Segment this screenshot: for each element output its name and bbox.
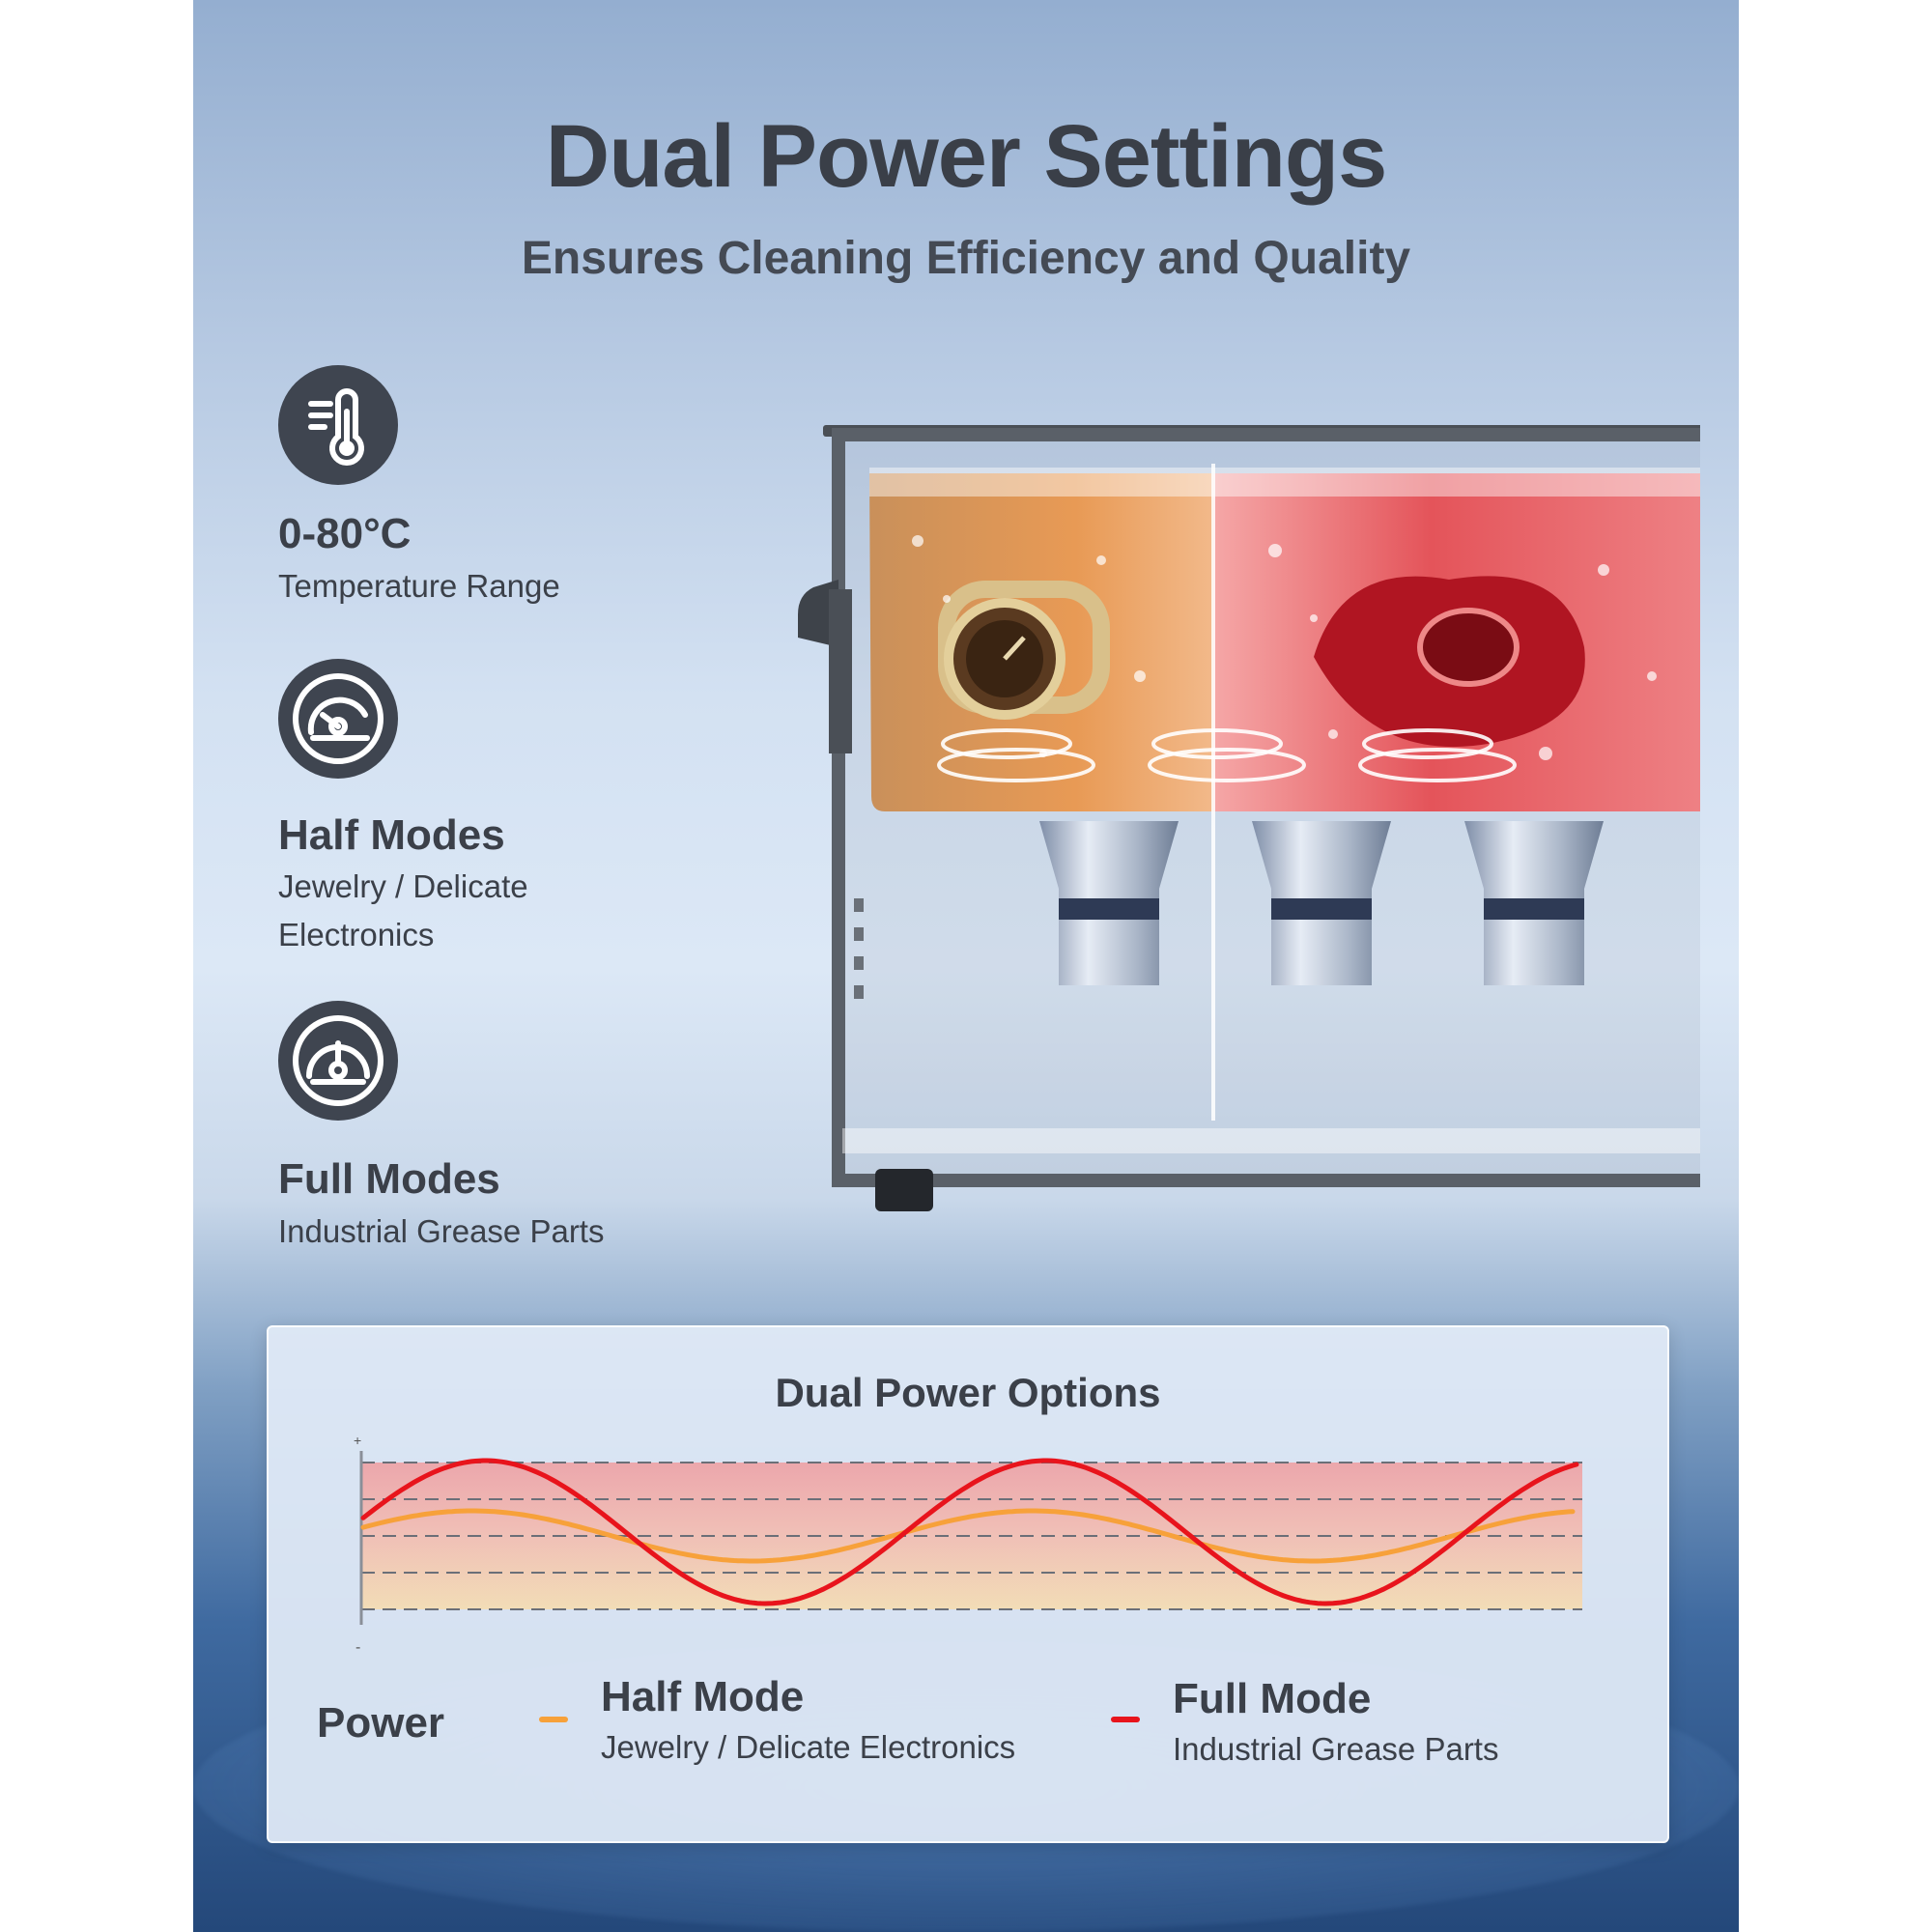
ultrasonic-cleaner-illustration (798, 425, 1700, 1211)
page-subtitle: Ensures Cleaning Efficiency and Quality (521, 233, 1411, 284)
full-mode-description: Industrial Grease Parts (1173, 1731, 1499, 1767)
power-options-panel: Dual Power Options + - (267, 1325, 1669, 1843)
temperature-heading: 0-80°C (278, 510, 412, 557)
poster: Dual Power Settings Ensures Cleaning Eff… (193, 0, 1739, 1932)
grid-lines (361, 1462, 1582, 1610)
half-mode-swatch (539, 1717, 568, 1722)
thermometer-icon (278, 365, 398, 485)
half-modes-line-1: Jewelry / Delicate (278, 868, 528, 904)
power-wave-chart: + - (354, 1433, 1582, 1656)
half-gauge-icon (278, 659, 398, 779)
half-mode-wave (360, 1508, 1576, 1564)
axis-plus-label: + (354, 1433, 361, 1448)
full-modes-heading: Full Modes (278, 1155, 500, 1203)
half-mode-heading: Half Mode (601, 1673, 805, 1720)
half-modes-heading: Half Modes (278, 811, 505, 859)
power-label: Power (317, 1699, 445, 1747)
full-mode-heading: Full Mode (1173, 1675, 1372, 1722)
full-modes-description: Industrial Grease Parts (278, 1213, 605, 1249)
full-mode-swatch (1111, 1717, 1140, 1722)
half-mode-description: Jewelry / Delicate Electronics (601, 1729, 1016, 1765)
temperature-description: Temperature Range (278, 568, 560, 604)
axis-minus-label: - (355, 1639, 360, 1656)
full-gauge-icon (278, 1001, 398, 1121)
full-mode-wave (360, 1458, 1579, 1606)
half-modes-line-2: Electronics (278, 917, 435, 952)
panel-title: Dual Power Options (775, 1370, 1161, 1415)
page-title: Dual Power Settings (545, 107, 1388, 206)
